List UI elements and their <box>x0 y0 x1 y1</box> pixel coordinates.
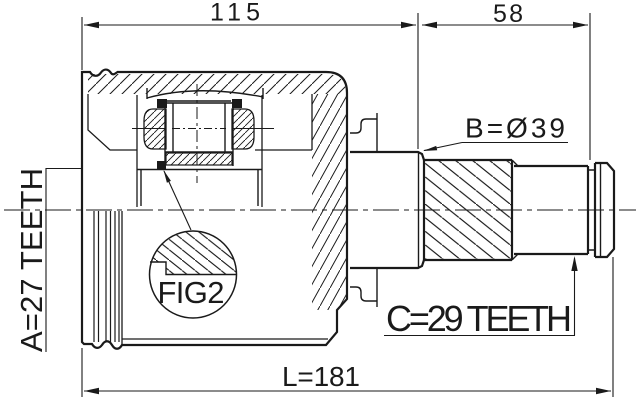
fig2-label: FIG2 <box>158 275 225 310</box>
label-b-arrowhead <box>423 145 438 151</box>
dim-115 <box>81 13 419 149</box>
dim-58-arrow-right <box>573 21 588 29</box>
dim-115-arrow-left <box>84 21 99 29</box>
seal-block-right <box>232 99 242 108</box>
fig2-leader-arrowhead <box>163 170 171 183</box>
trunnion-block <box>137 88 264 206</box>
label-b-text: B=Ø39 <box>465 113 565 144</box>
label-c-arrowhead <box>571 256 578 271</box>
housing-top-wall-hatch <box>88 74 346 94</box>
housing-rear-wall-hatch <box>312 94 346 310</box>
dim-overall-length <box>81 257 614 397</box>
dim-length-arrow-left <box>84 387 99 395</box>
label-c-teeth: C=29 TEETH <box>384 256 578 339</box>
dim-58-arrow-left <box>422 21 437 29</box>
label-a-text: A=27 TEETH <box>14 168 49 352</box>
label-b-diameter: B=Ø39 <box>423 113 568 152</box>
dim-58 <box>422 13 591 160</box>
housing-inner-profile <box>87 94 328 344</box>
dim-58-value: 58 <box>493 0 523 28</box>
label-c-text: C=29 TEETH <box>386 298 572 339</box>
dim-115-arrow-right <box>401 21 416 29</box>
fig2-hatch-area <box>149 231 237 275</box>
snap-ring <box>157 161 166 169</box>
needle-bearing-strip <box>165 152 233 166</box>
dust-cover <box>350 113 378 307</box>
tripod-bearing <box>132 84 274 206</box>
seal-block-left <box>157 99 167 108</box>
fig2-profile-line <box>150 261 237 276</box>
housing-outline <box>80 68 349 350</box>
dim-length-value: L=181 <box>282 361 360 392</box>
fig2-detail: FIG2 <box>148 170 238 319</box>
dim-length-arrow-right <box>596 387 611 395</box>
label-a-teeth: A=27 TEETH <box>14 167 82 352</box>
shaft-boss-bottom <box>350 258 512 270</box>
outer-race-housing <box>80 68 349 350</box>
boot-groove-serrations <box>93 211 120 342</box>
dim-115-value: 115 <box>210 0 260 27</box>
shaft-boss-top <box>350 150 512 162</box>
